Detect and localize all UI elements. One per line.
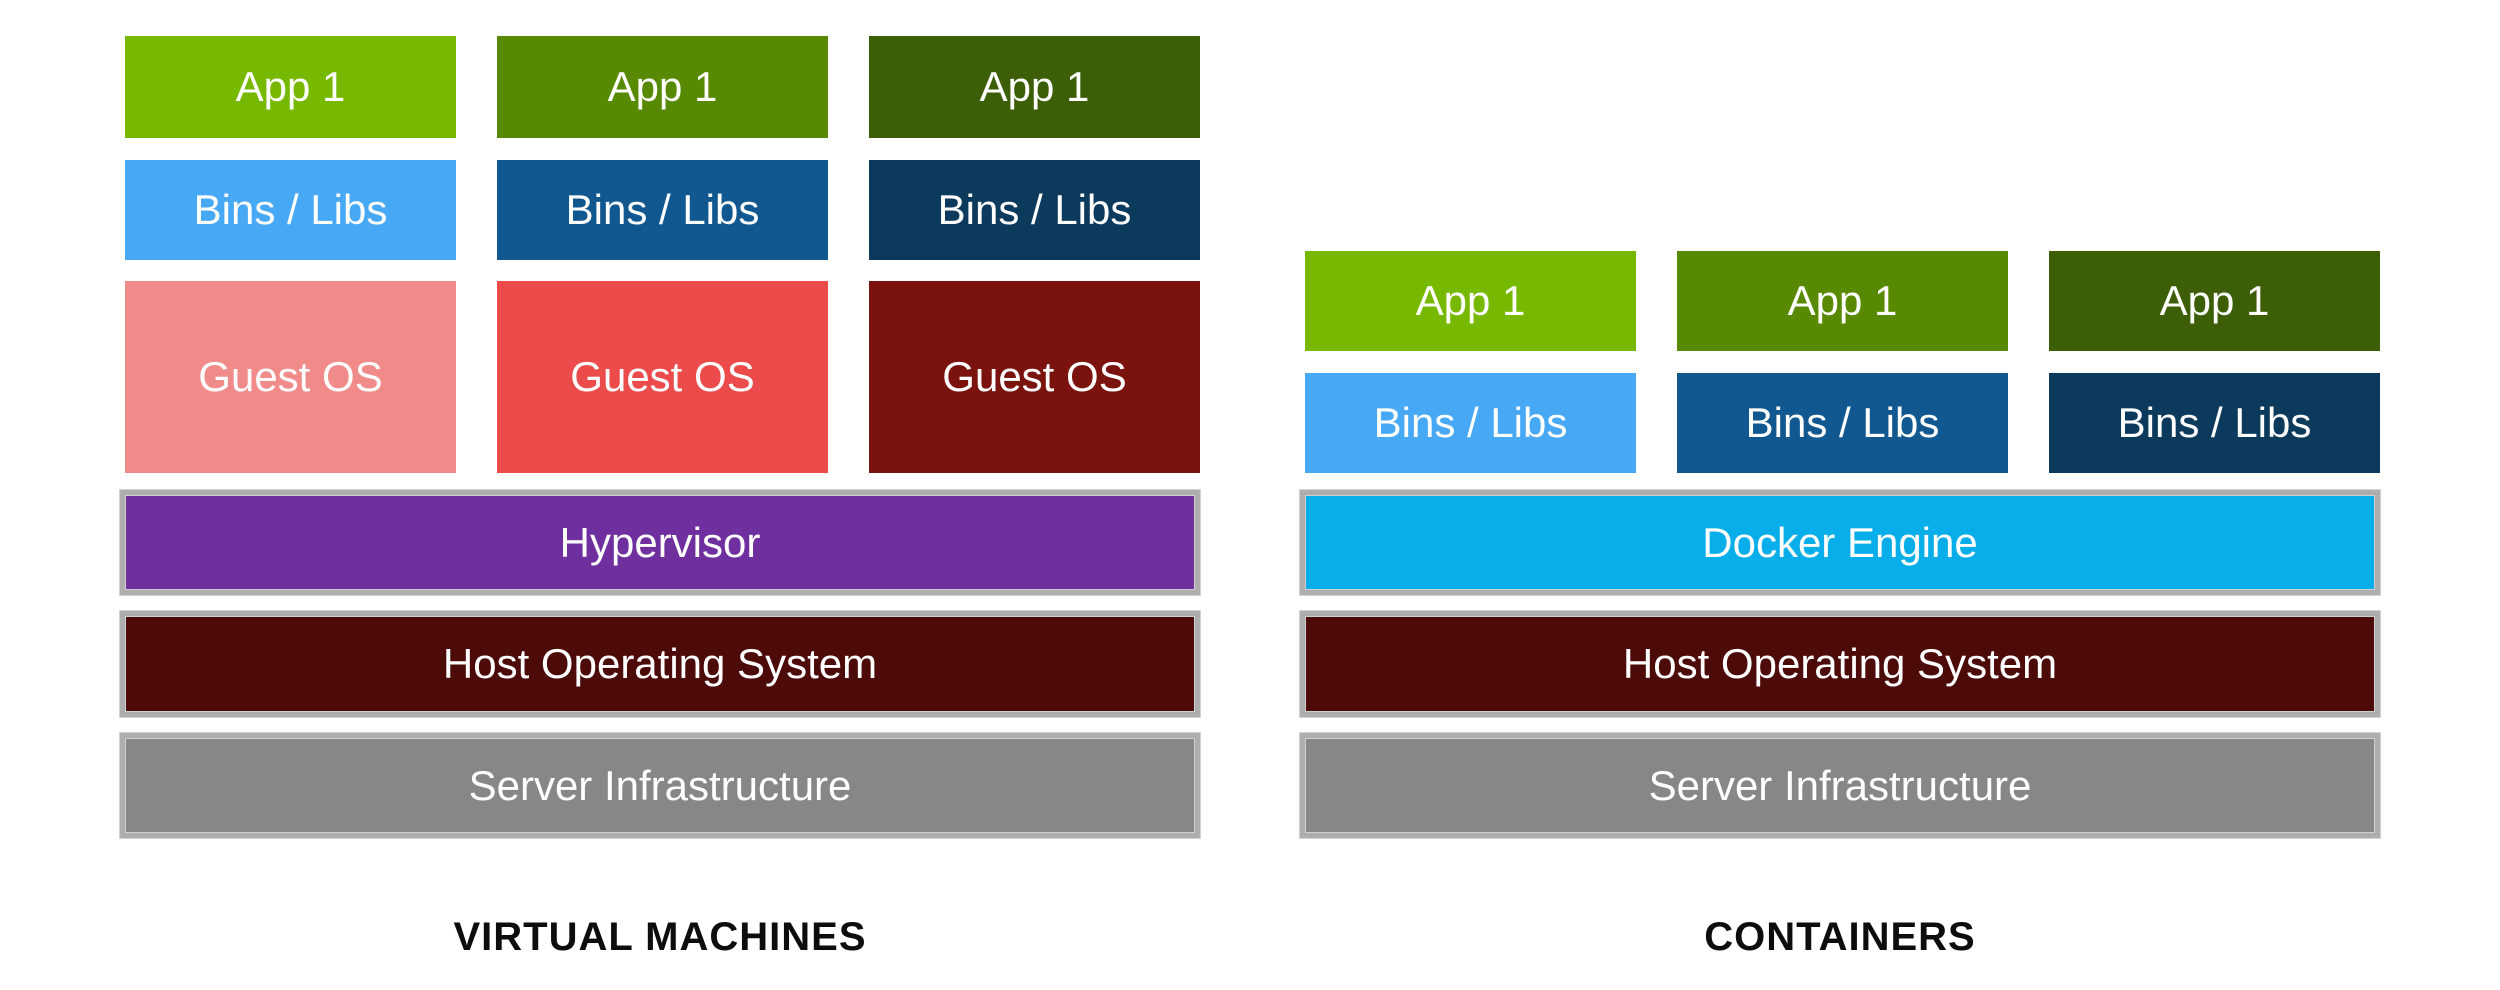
vm-col3-app-box: App 1	[869, 36, 1200, 138]
ct-col3-bins-box: Bins / Libs	[2049, 373, 2380, 473]
vm-server-infra-bar: Server Infrastructure	[120, 733, 1200, 838]
ct-col1-app-box: App 1	[1305, 251, 1636, 351]
vm-host-os-bar: Host Operating System	[120, 611, 1200, 717]
hypervisor-bar: Hypervisor	[120, 490, 1200, 595]
containers-caption: CONTAINERS	[1704, 915, 1976, 959]
vm-col2-bins-box: Bins / Libs	[497, 160, 828, 260]
vm-col1-guest-os-box: Guest OS	[125, 281, 456, 473]
vm-col3-bins-box: Bins / Libs	[869, 160, 1200, 260]
vm-col1-app-box: App 1	[125, 36, 456, 138]
ct-host-os-bar: Host Operating System	[1300, 611, 2380, 717]
ct-col3-app-box: App 1	[2049, 251, 2380, 351]
vm-caption: VIRTUAL MACHINES	[453, 915, 867, 959]
ct-col2-app-box: App 1	[1677, 251, 2008, 351]
ct-server-infra-bar: Server Infrastructure	[1300, 733, 2380, 838]
vm-col3-guest-os-box: Guest OS	[869, 281, 1200, 473]
ct-col1-bins-box: Bins / Libs	[1305, 373, 1636, 473]
vm-col2-guest-os-box: Guest OS	[497, 281, 828, 473]
vm-col1-bins-box: Bins / Libs	[125, 160, 456, 260]
docker-engine-bar: Docker Engine	[1300, 490, 2380, 595]
vm-col2-app-box: App 1	[497, 36, 828, 138]
ct-col2-bins-box: Bins / Libs	[1677, 373, 2008, 473]
